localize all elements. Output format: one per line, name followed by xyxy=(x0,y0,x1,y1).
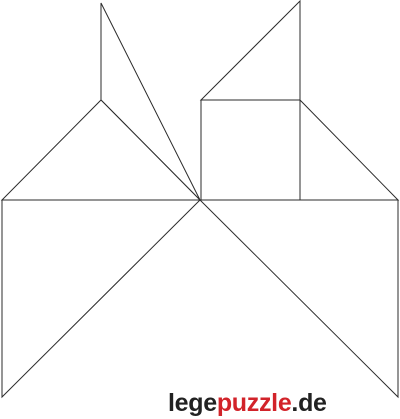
brand-text-puzzle: puzzle xyxy=(216,389,292,417)
lower-left-large-triangle xyxy=(1,199,202,399)
right-ear-triangle xyxy=(199,0,301,101)
right-shoulder-triangle xyxy=(299,98,400,201)
brand-text-domain: .de xyxy=(291,389,327,417)
lower-right-large-triangle xyxy=(198,199,399,399)
brand-text-lege: lege xyxy=(168,389,217,417)
small-square xyxy=(200,99,301,201)
brand-logo: legepuzzle.de xyxy=(168,388,327,418)
